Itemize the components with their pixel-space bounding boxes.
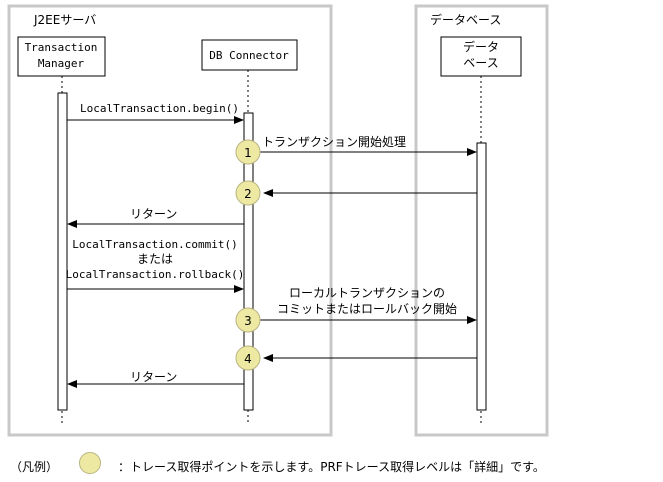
trace-marker-1-label: 1 [244, 146, 252, 160]
transaction-manager-label-2: Manager [38, 57, 85, 70]
begin-message-label: LocalTransaction.begin() [80, 102, 239, 115]
trace-marker-4-label: 4 [244, 352, 252, 366]
trace-marker-3: 3 [235, 307, 261, 333]
database-label-1: データ [463, 39, 499, 54]
trace-marker-2: 2 [235, 180, 261, 206]
return-1-label: リターン [130, 207, 177, 221]
database-frame [414, 4, 549, 437]
local-commit-label-1: ローカルトランザクションの [289, 286, 445, 300]
database-activation [476, 142, 487, 411]
commit-label-2: または [137, 252, 173, 266]
tx-start-label: トランザクション開始処理 [262, 135, 406, 149]
transaction-manager-label-1: Transaction [25, 41, 98, 54]
trace-marker-3-label: 3 [244, 314, 252, 328]
trace-marker-2-label: 2 [244, 187, 252, 201]
legend-description: ：トレース取得ポイントを示します。PRFトレース取得レベルは「詳細」です。 [118, 460, 545, 474]
trace-marker-4: 4 [235, 345, 261, 371]
return-2-label: リターン [130, 370, 177, 384]
transaction-manager-activation [57, 92, 68, 411]
trace-marker-1: 1 [235, 139, 261, 165]
transaction-manager-box [17, 36, 106, 77]
db-connector-activation [243, 112, 254, 411]
db-connector-box [201, 39, 298, 71]
commit-label-3: LocalTransaction.rollback() [66, 268, 245, 281]
database-group-label: データベース [430, 12, 501, 27]
database-box [440, 36, 522, 77]
legend-marker-icon [79, 452, 101, 474]
j2ee-server-label: J2EEサーバ [33, 13, 96, 27]
local-commit-label-2: コミットまたはロールバック開始 [277, 302, 457, 316]
legend-label: （凡例） [10, 460, 59, 474]
db-connector-label: DB Connector [209, 49, 289, 62]
legend: （凡例） ：トレース取得ポイントを示します。PRFトレース取得レベルは「詳細」で… [10, 450, 660, 480]
j2ee-server-frame [7, 4, 333, 437]
commit-label-1: LocalTransaction.commit() [72, 238, 238, 251]
database-label-2: ベース [463, 56, 498, 70]
